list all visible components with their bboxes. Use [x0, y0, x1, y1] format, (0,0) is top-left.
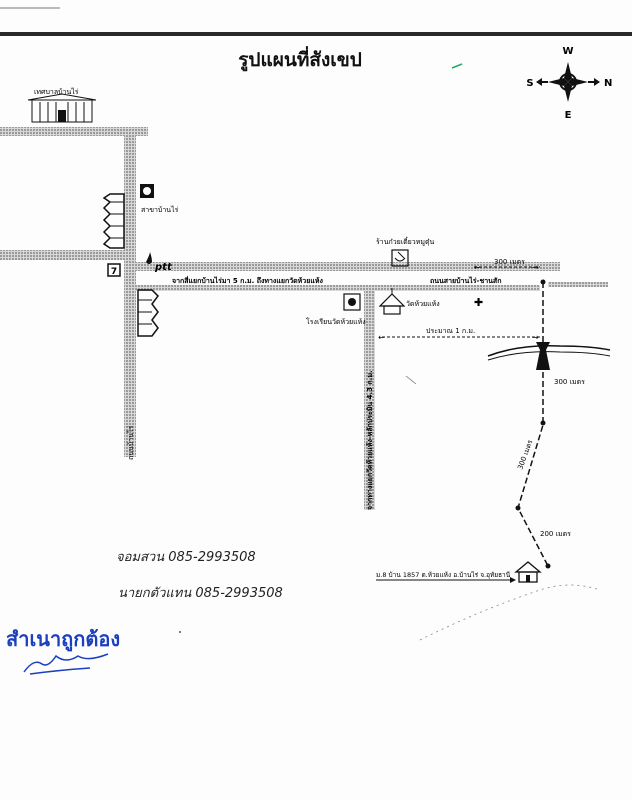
left-road-label: ถนนบ้านไร่ [126, 426, 135, 460]
stream-line [487, 344, 611, 357]
compass-south: S [526, 78, 533, 89]
branch-bank-icon [140, 184, 154, 198]
main-road-lower [136, 285, 540, 291]
scan-speck [405, 375, 417, 385]
compass-north: N [604, 78, 612, 89]
compass-west: W [562, 46, 573, 57]
main-road-west [0, 250, 124, 260]
noodle-shop-icon [391, 249, 409, 267]
faint-scan-line [419, 584, 601, 641]
handwritten-contact-1: จอมสวน 085-2993508 [116, 550, 256, 565]
main-road-note: จากสี่แยกบ้านไร่มา 5 ก.ม. ถึงทางแยกวัดห้… [172, 275, 323, 285]
convenience-store-icon: 7 [107, 263, 121, 277]
cross-icon: ✚ [474, 296, 483, 309]
shophouse-block-lower-icon [137, 289, 159, 337]
arrow-right-icon: → [532, 263, 539, 272]
municipality-label: เทศบาลบ้านไร่ [34, 87, 79, 96]
main-road-upper [136, 262, 560, 271]
distance-label-2: 300 เมตร [554, 378, 585, 386]
route-node [540, 279, 546, 285]
vertical-road-left [124, 127, 136, 457]
scan-speck [179, 631, 181, 633]
bridge-icon [536, 342, 550, 370]
arrow-right-icon [510, 577, 516, 583]
school-label: โรงเรียนวัดห้วยแห้ง [306, 317, 366, 326]
arrow-right-icon: → [532, 333, 539, 342]
school-icon [343, 293, 361, 311]
shophouse-block-upper-icon [102, 193, 125, 249]
stream-line [487, 351, 611, 361]
compass-east: E [565, 110, 572, 121]
branch-label: สาขาบ้านไร่ [141, 205, 179, 214]
top-road-left [0, 127, 148, 136]
mid-road-label: จากทางแยกวัดห้วยแห้ง-หลักประมิน 4.3 ก.ม. [365, 370, 374, 510]
main-road-east [548, 282, 608, 287]
vertical-road-mid [364, 285, 375, 510]
route-node [540, 420, 546, 426]
arrow-left-icon: ← [378, 333, 385, 342]
handwritten-contact-2: นายกตัวแทน 085-2993508 [118, 586, 283, 601]
destination-address: ม.8 บ้าน 1857 ต.ห้วยแห้ง อ.บ้านไร่ จ.อุท… [376, 571, 511, 579]
route-node [545, 563, 551, 569]
distance-label-approx: ประมาณ 1 ก.ม. [426, 327, 475, 335]
certified-copy-stamp: สำเนาถูกต้อง [6, 627, 120, 653]
ptt-label: ptt [154, 262, 173, 273]
destination-house-icon [514, 561, 542, 583]
route-node [515, 505, 521, 511]
route-path [517, 282, 549, 567]
municipality-building-icon [27, 93, 97, 123]
svg-text:7: 7 [111, 267, 117, 277]
distance-label-3: 300 เมตร [516, 439, 534, 471]
distance-label-1: 300 เมตร [494, 258, 525, 266]
compass-rose [536, 62, 600, 102]
distance-label-4: 200 เมตร [540, 530, 571, 538]
scan-speck [451, 63, 463, 69]
temple-label: วัดห้วยแห้ง [406, 300, 440, 308]
noodle-shop-label: ร้านก๋วยเตี๋ยวหมูตุ๋น [376, 237, 434, 246]
arrow-left-icon: ← [474, 263, 481, 272]
map-title: รูปแผนที่สังเขป [238, 46, 362, 72]
road-name-label: ถนนสายบ้านไร่-ชานสัก [430, 276, 501, 285]
ptt-logo-icon [146, 252, 152, 264]
top-border-line [0, 32, 632, 36]
signature-mark [23, 653, 109, 675]
temple-icon [378, 288, 406, 315]
